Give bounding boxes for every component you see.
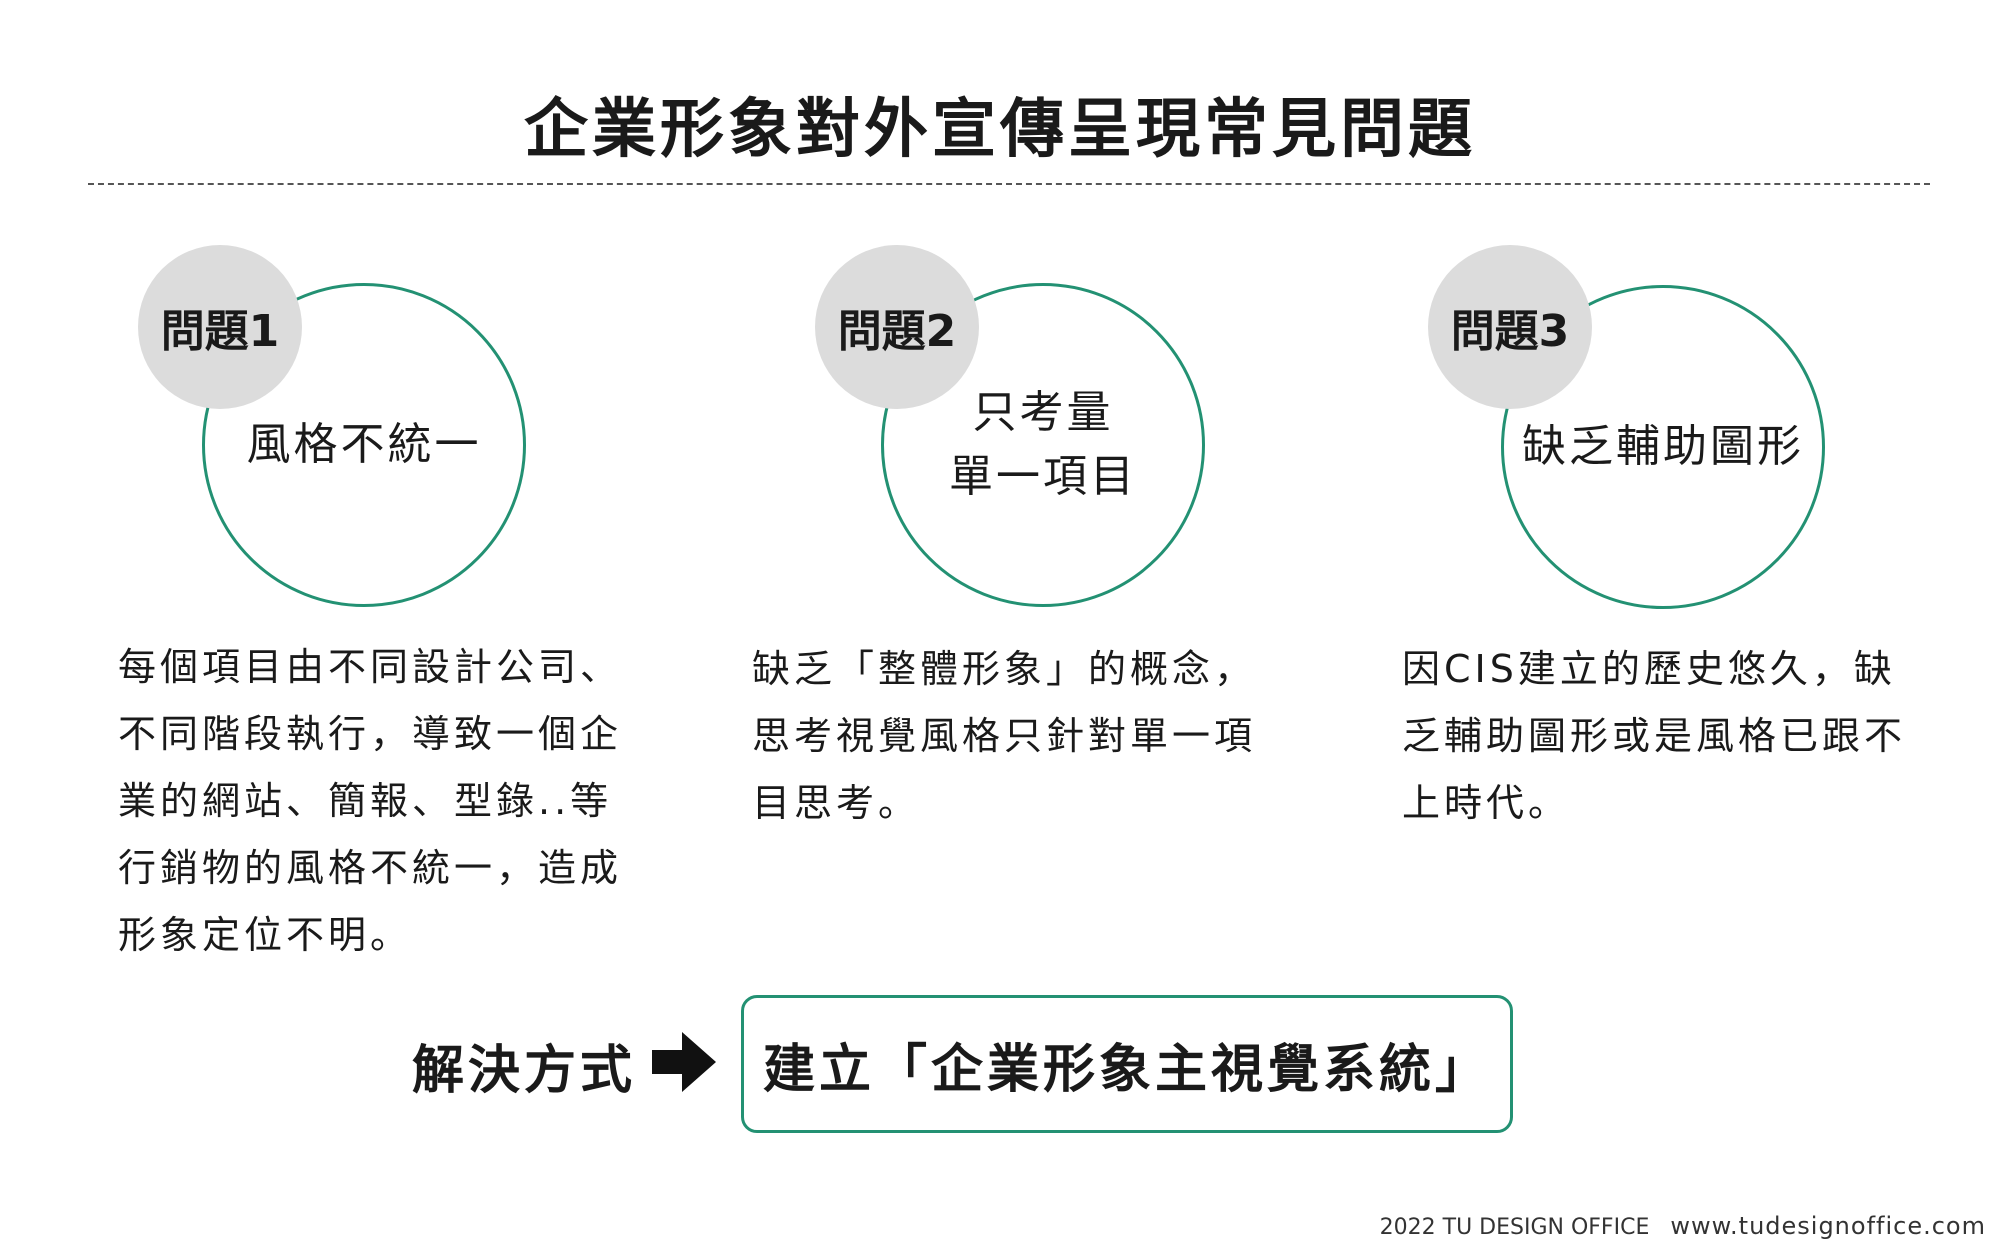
footer-website: www.tudesignoffice.com (1670, 1212, 1986, 1240)
footer: 2022 TU DESIGN OFFICE www.tudesignoffice… (1380, 1212, 1986, 1240)
footer-credit: 2022 TU DESIGN OFFICE (1379, 1215, 1650, 1240)
problem-badge: 問題2 (815, 245, 979, 409)
title-divider (88, 183, 1930, 185)
circle-line: 只考量 (972, 387, 1114, 438)
problem-badge: 問題3 (1428, 245, 1592, 409)
problem-3-description: 因CIS建立的歷史悠久，缺 乏輔助圖形或是風格已跟不 上時代。 (1402, 647, 1907, 825)
circle-line: 缺乏輔助圖形 (1522, 421, 1804, 472)
problem-1: 問題1 風格不統一 (136, 245, 556, 665)
problem-circle-text: 風格不統一 (202, 283, 526, 607)
problem-2-description: 缺乏「整體形象」的概念， 思考視覺風格只針對單一項 目思考。 (752, 647, 1257, 825)
right-arrow-icon (652, 1032, 716, 1096)
circle-line: 風格不統一 (246, 419, 482, 470)
problem-circle-text: 缺乏輔助圖形 (1501, 285, 1825, 609)
problem-2: 問題2 只考量 單一項目 (815, 245, 1235, 665)
circle-line: 單一項目 (949, 451, 1137, 502)
solution-text: 建立「企業形象主視覺系統」 (762, 1039, 1491, 1100)
page-title: 企業形象對外宣傳呈現常見問題 (524, 93, 1476, 167)
problem-1-description: 每個項目由不同設計公司、 不同階段執行，導致一個企 業的網站、簡報、型錄..等 … (118, 645, 623, 957)
problem-3: 問題3 缺乏輔助圖形 (1428, 245, 1848, 665)
solution-label: 解決方式 (412, 1041, 637, 1101)
problem-ring (202, 283, 526, 607)
problem-ring (1501, 285, 1825, 609)
problem-ring (881, 283, 1205, 607)
problem-badge: 問題1 (138, 245, 302, 409)
problem-circle-text: 只考量 單一項目 (881, 283, 1205, 607)
solution-box: 建立「企業形象主視覺系統」 (741, 995, 1513, 1133)
